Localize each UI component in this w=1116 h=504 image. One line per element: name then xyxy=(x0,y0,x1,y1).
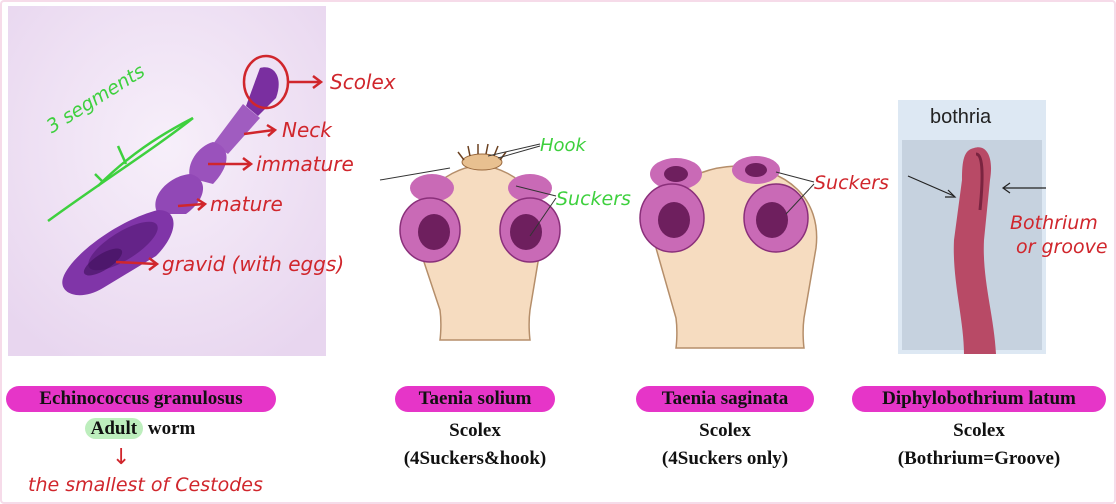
taenia-solium-line2: (4Suckers&hook) xyxy=(395,448,555,470)
taenia-saginata-line1: Scolex xyxy=(636,420,814,442)
bothrium-label: Bothrium xyxy=(1010,212,1098,234)
caption-worm: worm xyxy=(143,418,195,439)
taenia-solium-line1: Scolex xyxy=(395,420,555,442)
solium-suckers-label: Suckers xyxy=(556,188,631,210)
smallest-cestodes-note: the smallest of Cestodes xyxy=(28,474,263,496)
diphyllobothrium-line1: Scolex xyxy=(852,420,1106,442)
gravid-label: gravid (with eggs) xyxy=(162,252,344,276)
echinococcus-worm-illustration xyxy=(8,6,326,356)
hook-label: Hook xyxy=(540,135,586,156)
or-groove-label: or groove xyxy=(1016,236,1108,258)
saginata-suckers-label: Suckers xyxy=(814,172,889,194)
immature-label: immature xyxy=(256,152,354,176)
down-arrow: ↓ xyxy=(112,445,130,470)
mature-label: mature xyxy=(210,192,283,216)
neck-label: Neck xyxy=(282,118,332,142)
adult-highlight: Adult xyxy=(85,418,143,439)
diphyllobothrium-title: Diphylobothrium latum xyxy=(852,386,1106,412)
taenia-saginata-title: Taenia saginata xyxy=(636,386,814,412)
taenia-solium-scolex-drawing xyxy=(380,140,640,340)
taenia-solium-title: Taenia solium xyxy=(395,386,555,412)
bothria-label: bothria xyxy=(930,106,991,129)
taenia-saginata-line2: (4Suckers only) xyxy=(636,448,814,470)
echinococcus-caption: Adult worm xyxy=(60,418,220,440)
echinococcus-title: Echinococcus granulosus xyxy=(6,386,276,412)
scolex-label: Scolex xyxy=(330,70,396,94)
echinococcus-micrograph xyxy=(8,6,326,356)
diphyllobothrium-line2: (Bothrium=Groove) xyxy=(852,448,1106,470)
